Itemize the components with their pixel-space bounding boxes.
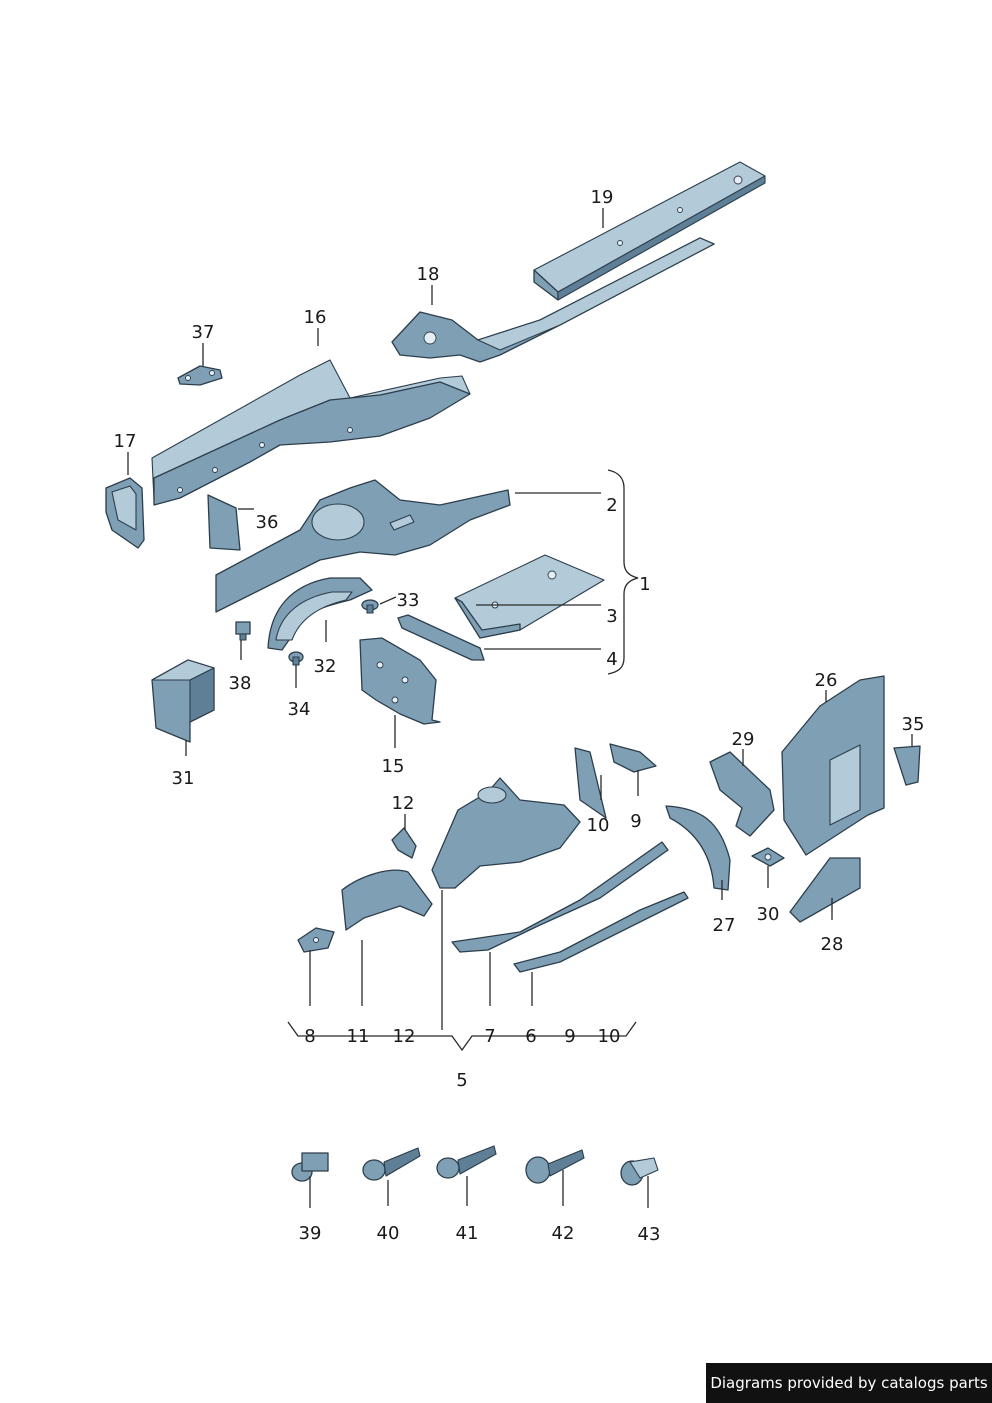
part-31-crash-box [151,659,215,743]
label-34: 34 [288,699,311,720]
label-18: 18 [417,264,440,285]
part-34-clip [288,651,304,666]
part-26-pillar [781,675,885,856]
label-5: 5 [456,1070,467,1091]
label-3: 3 [606,606,617,627]
label-36: 36 [256,512,279,533]
part-37-bracket [177,365,223,386]
group5-label-7: 7 [484,1026,495,1047]
part-33-clip [361,599,379,614]
group5-label-11: 11 [347,1026,370,1047]
group-1-bracket [607,469,639,675]
label-32: 32 [314,656,337,677]
label-38: 38 [229,673,252,694]
label-27: 27 [713,915,736,936]
part-39-nut [291,1152,329,1182]
part-10-bracket [574,747,607,819]
part-32-wheelhouse [267,577,373,651]
label-42: 42 [552,1223,575,1244]
label-10-top: 10 [587,815,610,836]
label-37: 37 [192,322,215,343]
part-15-bracket [359,637,441,725]
leader-lines [127,208,913,1208]
part-3-floor-pan [454,554,605,639]
part-42-rivet [525,1149,585,1184]
group5-label-9: 9 [564,1026,575,1047]
label-41: 41 [456,1223,479,1244]
group5-label-6: 6 [525,1026,536,1047]
label-4: 4 [606,649,617,670]
part-40-bolt [362,1147,421,1181]
part-36-panel [207,494,241,551]
label-29: 29 [732,729,755,750]
part-labels: 19 18 16 37 17 2 1 3 4 36 33 32 38 34 15… [114,187,925,1245]
credit-banner: Diagrams provided by catalogs parts [706,1363,992,1403]
part-19-sill-rail [533,161,766,301]
label-43: 43 [638,1224,661,1245]
label-31: 31 [172,768,195,789]
part-6-crossmember [513,891,689,973]
part-28-bracket [789,857,861,923]
label-28: 28 [821,934,844,955]
label-1: 1 [639,574,650,595]
part-16-longitudinal [151,359,471,506]
label-39: 39 [299,1223,322,1244]
part-41-bolt [436,1145,497,1179]
part-35-bracket [893,745,921,786]
part-8-plate [297,927,335,953]
label-12-top: 12 [392,793,415,814]
label-33: 33 [397,590,420,611]
part-7-crossmember [451,841,669,953]
label-40: 40 [377,1223,400,1244]
part-2-longitudinal-lower [215,479,511,613]
part-38-bolt [235,621,251,641]
part-12-small-bracket [391,827,417,859]
part-18-sill-inner [391,237,715,363]
label-16: 16 [304,307,327,328]
label-2: 2 [606,495,617,516]
part-43-rivet [620,1157,659,1186]
part-29-panel [709,751,775,837]
part-9-bracket [609,743,657,773]
label-19: 19 [591,187,614,208]
group5-label-10: 10 [598,1026,621,1047]
label-17: 17 [114,431,137,452]
part-27-arch [665,805,731,891]
label-35: 35 [902,714,925,735]
group5-label-12: 12 [393,1026,416,1047]
part-4-crossmember [397,614,485,661]
label-15: 15 [382,756,405,777]
label-30: 30 [757,904,780,925]
part-17-plate [105,477,145,549]
part-12-tunnel [431,777,581,889]
part-30-plate [751,847,785,867]
label-26: 26 [815,670,838,691]
label-9-top: 9 [630,811,641,832]
part-11-arch [341,869,433,931]
group5-label-8: 8 [304,1026,315,1047]
